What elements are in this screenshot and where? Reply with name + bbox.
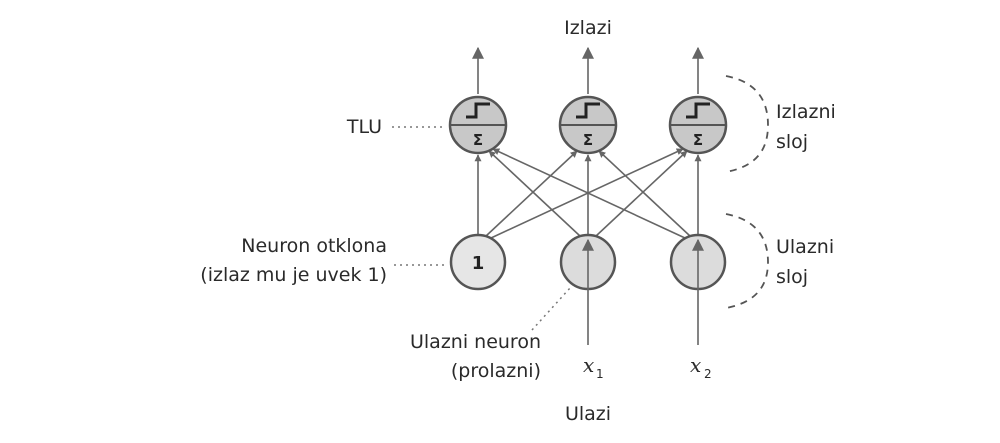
step-function-icon bbox=[686, 102, 710, 119]
input-layer-label-line2: sloj bbox=[776, 266, 808, 288]
output-layer-label-line1: Izlazni bbox=[776, 101, 836, 123]
svg-text:x: x bbox=[583, 353, 594, 377]
input-neuron-label-line2: (prolazni) bbox=[451, 360, 541, 382]
sum-symbol: Σ bbox=[583, 131, 593, 149]
input-neuron-leader bbox=[531, 287, 571, 331]
sum-symbol: Σ bbox=[693, 131, 703, 149]
input-layer-label-line1: Ulazni bbox=[776, 236, 834, 258]
tlu-node-1: Σ bbox=[448, 95, 508, 155]
svg-text:x: x bbox=[690, 353, 701, 377]
output-layer-bracket bbox=[725, 75, 769, 173]
x1-label: x 1 bbox=[583, 353, 604, 381]
svg-text:1: 1 bbox=[596, 367, 604, 381]
svg-text:2: 2 bbox=[704, 367, 712, 381]
tlu-label: TLU bbox=[346, 116, 382, 138]
bias-neuron-label-line1: Neuron otklona bbox=[241, 235, 387, 257]
x2-label: x 2 bbox=[690, 353, 712, 381]
outputs-label: Izlazi bbox=[564, 17, 612, 39]
step-function-icon bbox=[466, 102, 490, 119]
tlu-node-3: Σ bbox=[668, 95, 728, 155]
input-neuron-label-line1: Ulazni neuron bbox=[410, 331, 541, 353]
bias-neuron: 1 bbox=[449, 233, 507, 291]
connections bbox=[474, 148, 702, 239]
tlu-node-2: Σ bbox=[558, 95, 618, 155]
step-function-icon bbox=[576, 102, 600, 119]
output-layer-label-line2: sloj bbox=[776, 131, 808, 153]
bias-value: 1 bbox=[472, 253, 485, 274]
sum-symbol: Σ bbox=[473, 131, 483, 149]
bias-neuron-label-line2: (izlaz mu je uvek 1) bbox=[200, 264, 387, 286]
inputs-label: Ulazi bbox=[565, 403, 611, 425]
input-layer-bracket bbox=[725, 213, 769, 309]
